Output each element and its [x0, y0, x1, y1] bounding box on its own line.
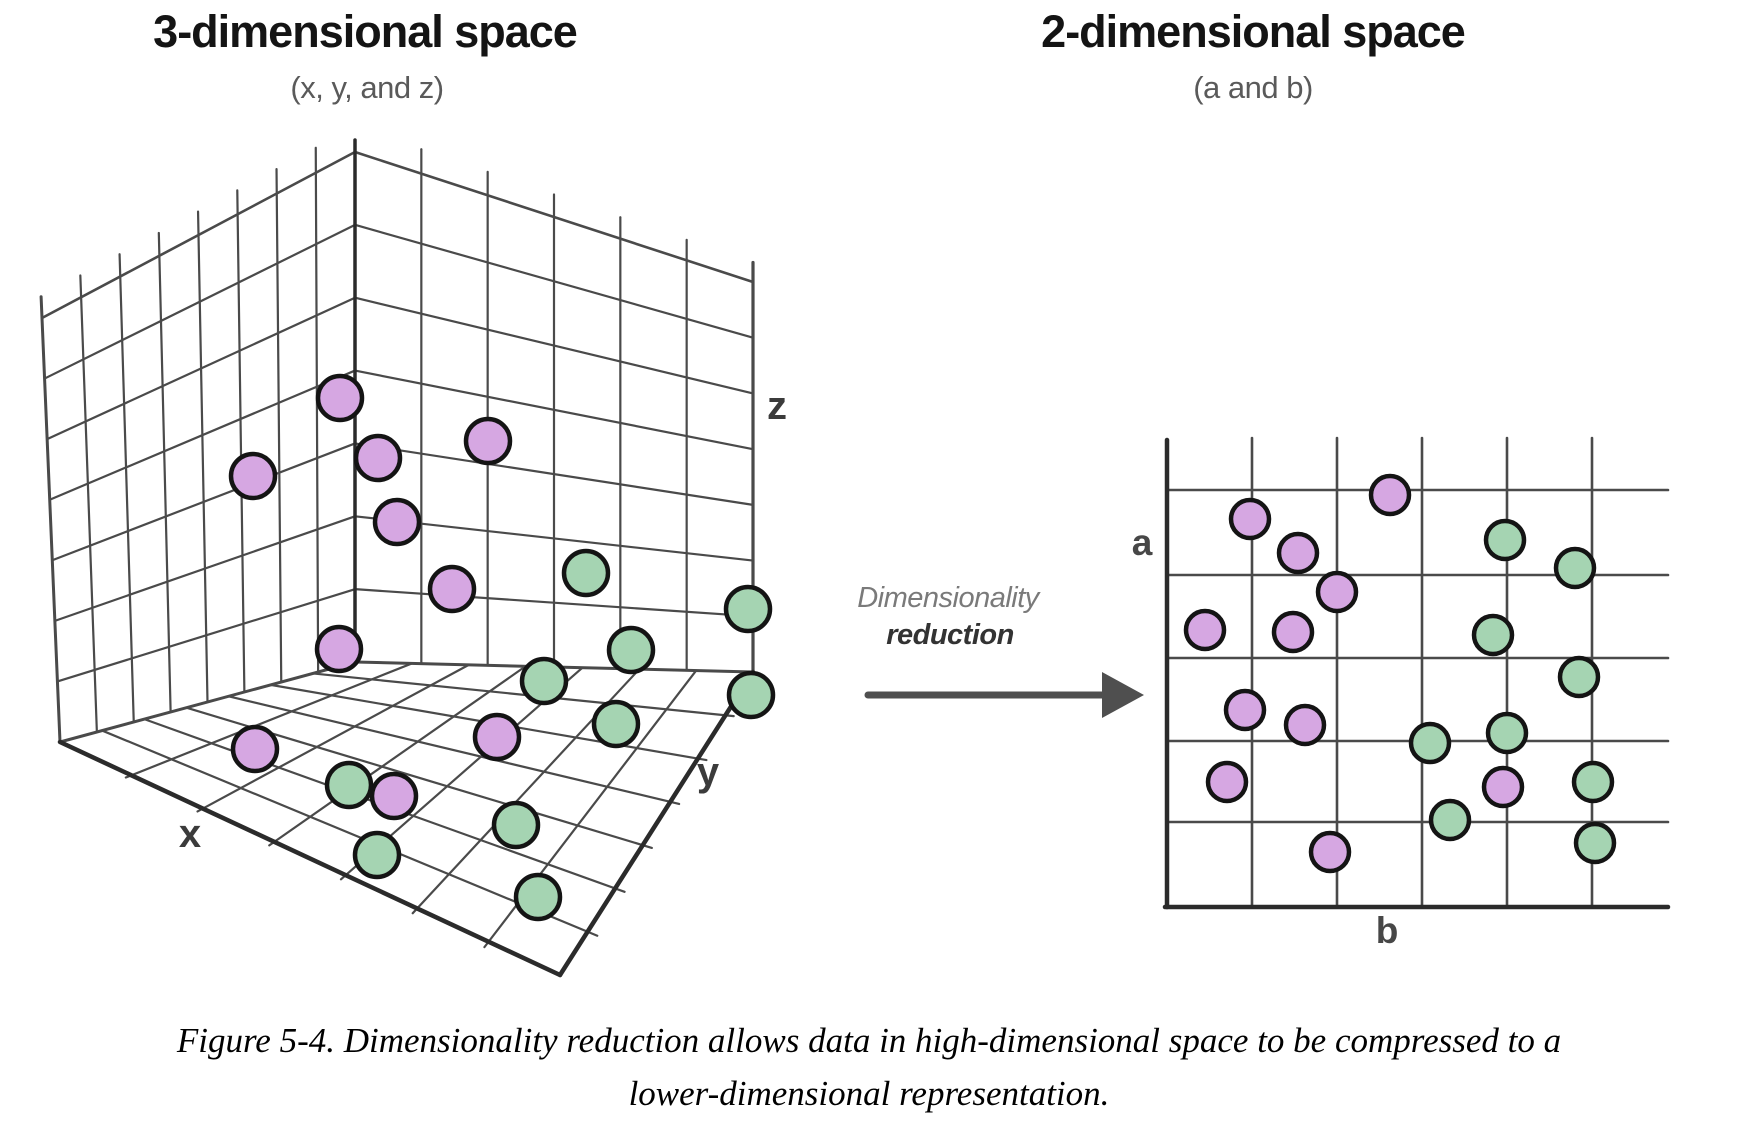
data-point-purple: [230, 724, 280, 774]
data-point-green: [561, 548, 611, 598]
axis-label-a: a: [1131, 522, 1153, 563]
data-point-purple: [463, 416, 513, 466]
data-point-green: [491, 800, 541, 850]
data-point-green: [1408, 721, 1452, 765]
panel-3d-subtitle: (x, y, and z): [290, 70, 444, 105]
data-point-purple: [1205, 760, 1249, 804]
axis-label-y: y: [696, 750, 720, 794]
data-point-green: [1483, 518, 1527, 562]
data-point-green: [726, 670, 776, 720]
grid-line: [124, 662, 413, 779]
grid-line: [196, 663, 470, 813]
panel-3d-title: 3-dimensional space: [153, 6, 578, 57]
grid-line: [353, 150, 755, 284]
grid-line: [57, 739, 563, 978]
data-point-purple: [228, 451, 278, 501]
grid-line: [58, 660, 357, 744]
grid-line: [40, 150, 357, 320]
data-point-purple: [372, 497, 422, 547]
data-point-green: [324, 760, 374, 810]
data-point-purple: [369, 771, 419, 821]
2d-data-points: [1183, 473, 1617, 874]
panel-2d-title: 2-dimensional space: [1041, 6, 1466, 57]
data-point-purple: [1271, 610, 1315, 654]
data-point-green: [1571, 760, 1615, 804]
data-point-green: [723, 584, 773, 634]
grid-line: [196, 210, 209, 704]
grid-line: [236, 189, 246, 694]
3d-data-points: [228, 373, 776, 922]
grid-line: [39, 295, 62, 744]
data-point-green: [519, 656, 569, 706]
grid-line: [275, 167, 283, 684]
data-point-purple: [1283, 703, 1327, 747]
caption-line2: lower-dimensional representation.: [628, 1074, 1110, 1113]
grid-line: [314, 146, 320, 674]
data-point-green: [1573, 821, 1617, 865]
data-point-purple: [314, 624, 364, 674]
data-point-purple: [427, 564, 477, 614]
data-point-green: [1553, 546, 1597, 590]
data-point-purple: [1308, 830, 1352, 874]
grid-line: [79, 274, 98, 734]
data-point-green: [1428, 798, 1472, 842]
arrow-label-line2: reduction: [886, 619, 1014, 651]
data-point-green: [352, 830, 402, 880]
data-point-purple: [1228, 497, 1272, 541]
data-point-purple: [472, 712, 522, 762]
right-arrow-icon: [864, 672, 1144, 718]
grid-line: [118, 253, 135, 724]
axis-label-z: z: [767, 384, 787, 428]
caption-line1: Figure 5-4. Dimensionality reduction all…: [176, 1021, 1562, 1060]
data-point-purple: [1315, 570, 1359, 614]
axis-label-b: b: [1375, 910, 1399, 951]
data-point-purple: [353, 433, 403, 483]
data-point-purple: [1223, 688, 1267, 732]
grid-line: [557, 669, 756, 978]
data-point-green: [1485, 711, 1529, 755]
data-point-purple: [1183, 608, 1227, 652]
grid-line: [157, 231, 172, 714]
data-point-purple: [1368, 473, 1412, 517]
axis-label-x: x: [178, 812, 202, 856]
data-point-green: [513, 872, 563, 922]
data-point-green: [1471, 613, 1515, 657]
data-point-green: [606, 625, 656, 675]
figure-caption: Figure 5-4. Dimensionality reduction all…: [0, 1014, 1738, 1120]
arrowhead-icon: [1102, 672, 1144, 718]
data-point-purple: [1276, 531, 1320, 575]
data-point-green: [591, 699, 641, 749]
arrow-label-line1: Dimensionality: [857, 582, 1039, 614]
data-point-purple: [315, 373, 365, 423]
grid-line: [311, 672, 735, 718]
panel-2d-subtitle: (a and b): [1193, 70, 1313, 105]
data-point-purple: [1481, 765, 1525, 809]
data-point-green: [1557, 655, 1601, 699]
grid-line: [268, 665, 527, 847]
grid-line: [227, 695, 681, 806]
